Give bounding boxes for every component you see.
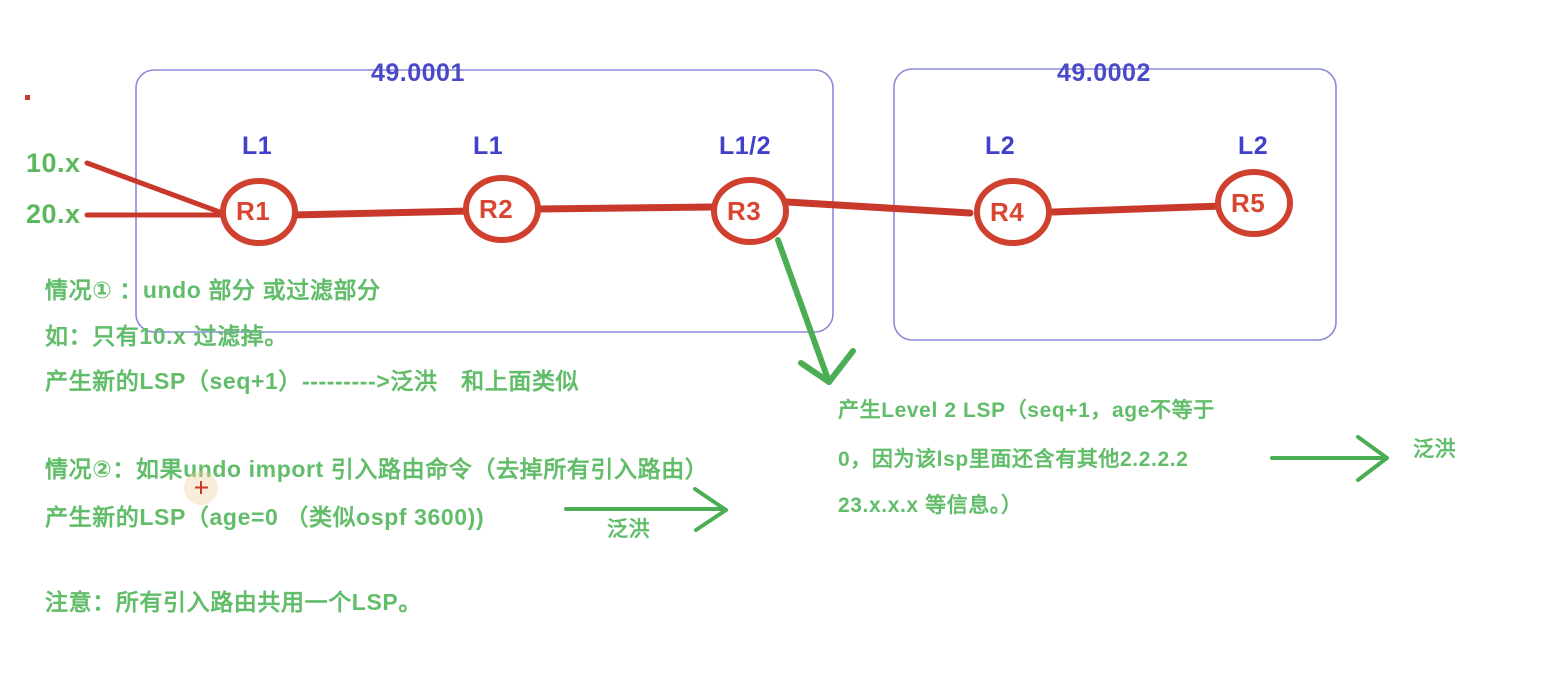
- flood-arrow-case2-head-upper: [693, 487, 728, 512]
- green-arrow-r3-to-note-head-right: [826, 348, 856, 385]
- note-case1-title: 情况① ：undo 部分 或过滤部分: [45, 277, 381, 303]
- flood-arrow-right-head-upper: [1356, 435, 1389, 460]
- green-arrow-r3-to-note-shaft: [775, 237, 832, 385]
- area-title-49-0001: 49.0001: [371, 59, 465, 87]
- router-label-r2: R2: [479, 194, 514, 224]
- level-label-r2: L1: [473, 132, 504, 160]
- link-r4-r5: [1049, 202, 1226, 216]
- note-case2-result: 产生新的LSP（age=0 （类似ospf 3600)): [45, 504, 485, 530]
- router-label-r4: R4: [990, 197, 1025, 227]
- prefix-label-10x: 10.x: [26, 148, 81, 178]
- level-label-r4: L2: [985, 132, 1016, 160]
- router-label-r3: R3: [727, 196, 762, 226]
- red-dot-marker: [25, 95, 30, 100]
- right-note-line-2: 0，因为该lsp里面还含有其他2.2.2.2: [838, 448, 1189, 471]
- right-note-line-3: 23.x.x.x 等信息。）: [838, 494, 1023, 517]
- level-label-r3: L1/2: [719, 132, 772, 160]
- right-note-line-1: 产生Level 2 LSP（seq+1，age不等于: [838, 399, 1215, 422]
- note-case1-example: 如：只有10.x 过滤掉。: [45, 323, 288, 349]
- area-title-49-0002: 49.0002: [1057, 59, 1151, 87]
- router-node-r4[interactable]: [974, 178, 1052, 246]
- router-node-r3[interactable]: [711, 177, 789, 245]
- level-label-r1: L1: [242, 132, 273, 160]
- green-arrow-r3-to-note-head-left: [798, 360, 832, 385]
- link-r2-r3: [534, 203, 717, 213]
- note-case1-result: 产生新的LSP（seq+1）--------->泛洪 和上面类似: [45, 368, 580, 394]
- area-box-49-0001: [135, 69, 834, 333]
- flood-label-case2: 泛洪: [607, 518, 651, 541]
- note-case2-title: 情况②：如果undo import 引入路由命令（去掉所有引入路由）: [45, 456, 709, 482]
- level-label-r5: L2: [1238, 132, 1269, 160]
- flood-arrow-right-head-lower: [1356, 456, 1389, 482]
- link-r3-r4: [783, 198, 974, 217]
- router-node-r5[interactable]: [1215, 169, 1293, 237]
- link-10x-r1: [84, 160, 228, 217]
- cursor-crosshair-icon: [195, 481, 208, 494]
- router-node-r2[interactable]: [463, 175, 541, 243]
- flood-arrow-case2-head-lower: [694, 508, 728, 532]
- area-box-49-0002: [893, 68, 1337, 341]
- prefix-label-20x: 20.x: [26, 199, 81, 229]
- router-label-r5: R5: [1231, 188, 1266, 218]
- router-node-r1[interactable]: [220, 178, 298, 246]
- flood-label-right: 泛洪: [1413, 438, 1457, 461]
- link-r1-r2: [288, 207, 474, 219]
- note-attention: 注意：所有引入路由共用一个LSP。: [45, 589, 422, 615]
- router-label-r1: R1: [236, 196, 271, 226]
